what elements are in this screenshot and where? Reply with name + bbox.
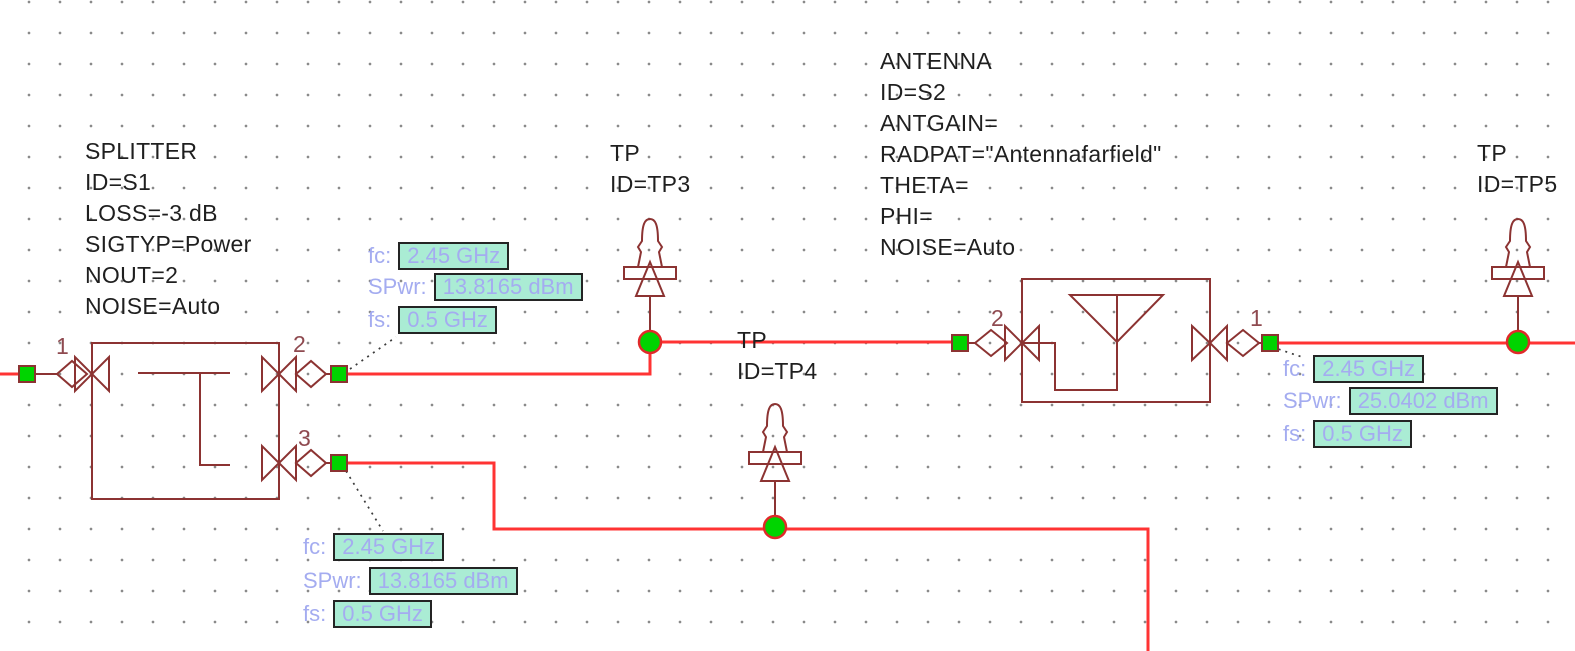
antenna-param[interactable]: PHI= [880,203,933,229]
tp4-title[interactable]: TP [737,327,767,353]
measurement-row-fc: fc: 2.45 GHz [368,242,510,270]
tp5-probe-icon[interactable] [1491,217,1545,342]
measurement-row-spwr: SPwr: 13.8165 dBm [368,273,583,301]
wire-splitter-out2[interactable] [347,342,652,376]
leader-line [1271,346,1306,359]
splitter-param[interactable]: SIGTYP=Power [85,231,252,257]
node-dot-tp3[interactable] [637,329,663,355]
tp3-title[interactable]: TP [610,140,640,166]
measurement-row-spwr: SPwr: 13.8165 dBm [303,567,518,595]
tp4-annotation[interactable]: TP ID=TP4 [737,325,817,387]
measurement-value-box[interactable]: 13.8165 dBm [368,567,518,595]
measurement-value-box[interactable]: 0.5 GHz [333,600,432,628]
probe-crossbar [1491,266,1545,280]
junction-dots[interactable] [637,329,1531,540]
measurement-value-box[interactable]: 2.45 GHz [333,533,445,561]
connection-squares[interactable] [18,334,1279,472]
antenna-port1-number: 1 [1250,305,1263,331]
measurement-label: fc: [1283,356,1307,381]
splitter-port3-icon [261,443,331,483]
node-square-splitter-out3[interactable] [330,454,348,472]
tp5-title[interactable]: TP [1477,140,1507,166]
splitter-port2-icon [261,354,331,394]
tp5-annotation[interactable]: TP ID=TP5 [1477,138,1557,200]
antenna-param[interactable]: ANTGAIN= [880,110,999,136]
node-square-antenna-in[interactable] [951,334,969,352]
antenna-feed-line [1022,342,1118,391]
tp4-id[interactable]: ID=TP4 [737,358,818,384]
splitter-body[interactable] [91,342,280,500]
tp3-probe-icon[interactable] [623,217,677,342]
antenna-port2-number: 2 [991,305,1004,331]
splitter-divider-glyph [138,372,230,466]
tp3-annotation[interactable]: TP ID=TP3 [610,138,690,200]
antenna-param[interactable]: RADPAT="Antennafarfield" [880,141,1162,167]
antenna-param[interactable]: NOISE=Auto [880,234,1016,260]
splitter-port3-number: 3 [298,425,311,451]
antenna-port1-icon [1191,323,1262,363]
antenna-param[interactable]: ID=S2 [880,79,947,105]
measurement-row-fc: fc: 2.45 GHz [1283,355,1425,383]
splitter-port1-number: 1 [56,333,69,359]
measurement-row-fs: fs: 0.5 GHz [1283,420,1412,448]
splitter-symbol[interactable] [35,342,331,500]
measurement-label: fs: [1283,421,1307,446]
tp3-id[interactable]: ID=TP3 [610,171,691,197]
measurement-label: SPwr: [368,274,427,299]
measurement-label: fs: [368,307,392,332]
measurement-value-box[interactable]: 0.5 GHz [1313,420,1412,448]
antenna-symbol[interactable] [968,278,1262,403]
leader-line [349,336,397,370]
measurement-value-box[interactable]: 25.0402 dBm [1348,387,1498,415]
splitter-annotation[interactable]: SPLITTER ID=S1 LOSS=-3 dB SIGTYP=Power N… [85,136,252,322]
antenna-title[interactable]: ANTENNA [880,48,993,74]
probe-body [1504,217,1532,268]
antenna-body[interactable] [1021,278,1211,403]
measurement-value-box[interactable]: 0.5 GHz [398,306,497,334]
splitter-param[interactable]: LOSS=-3 dB [85,200,218,226]
probe-crossbar [748,451,802,465]
splitter-param[interactable]: NOISE=Auto [85,293,221,319]
tp4-probe-icon[interactable] [748,402,802,527]
splitter-port1-icon [35,354,110,394]
node-square-splitter-out2[interactable] [330,365,348,383]
node-dot-tp4[interactable] [762,514,788,540]
measurement-row-fs: fs: 0.5 GHz [368,306,497,334]
splitter-port2-number: 2 [293,331,306,357]
antenna-annotation[interactable]: ANTENNA ID=S2 ANTGAIN= RADPAT="Antennafa… [880,46,1162,263]
node-square-input[interactable] [18,365,36,383]
measurement-label: fc: [303,534,327,559]
tp5-id[interactable]: ID=TP5 [1477,171,1558,197]
antenna-param[interactable]: THETA= [880,172,969,198]
measurement-label: fc: [368,243,392,268]
antenna-port2-icon [968,323,1040,363]
measurement-row-fc: fc: 2.45 GHz [303,533,445,561]
probe-body [636,217,664,268]
measurement-value-box[interactable]: 2.45 GHz [398,242,510,270]
node-dot-tp5[interactable] [1505,329,1531,355]
measurement-row-fs: fs: 0.5 GHz [303,600,432,628]
splitter-param[interactable]: NOUT=2 [85,262,179,288]
splitter-param[interactable]: ID=S1 [85,169,152,195]
probe-body [761,402,789,453]
measurement-leader-lines [345,336,1306,532]
node-square-antenna-out[interactable] [1261,334,1279,352]
measurement-label: SPwr: [303,568,362,593]
leader-line [345,470,384,532]
measurement-label: fs: [303,601,327,626]
wire-splitter-out3[interactable] [348,461,1150,651]
measurement-value-box[interactable]: 2.45 GHz [1313,355,1425,383]
measurement-label: SPwr: [1283,388,1342,413]
probe-crossbar [623,266,677,280]
measurement-value-box[interactable]: 13.8165 dBm [433,273,583,301]
splitter-title[interactable]: SPLITTER [85,138,198,164]
measurement-row-spwr: SPwr: 25.0402 dBm [1283,387,1498,415]
